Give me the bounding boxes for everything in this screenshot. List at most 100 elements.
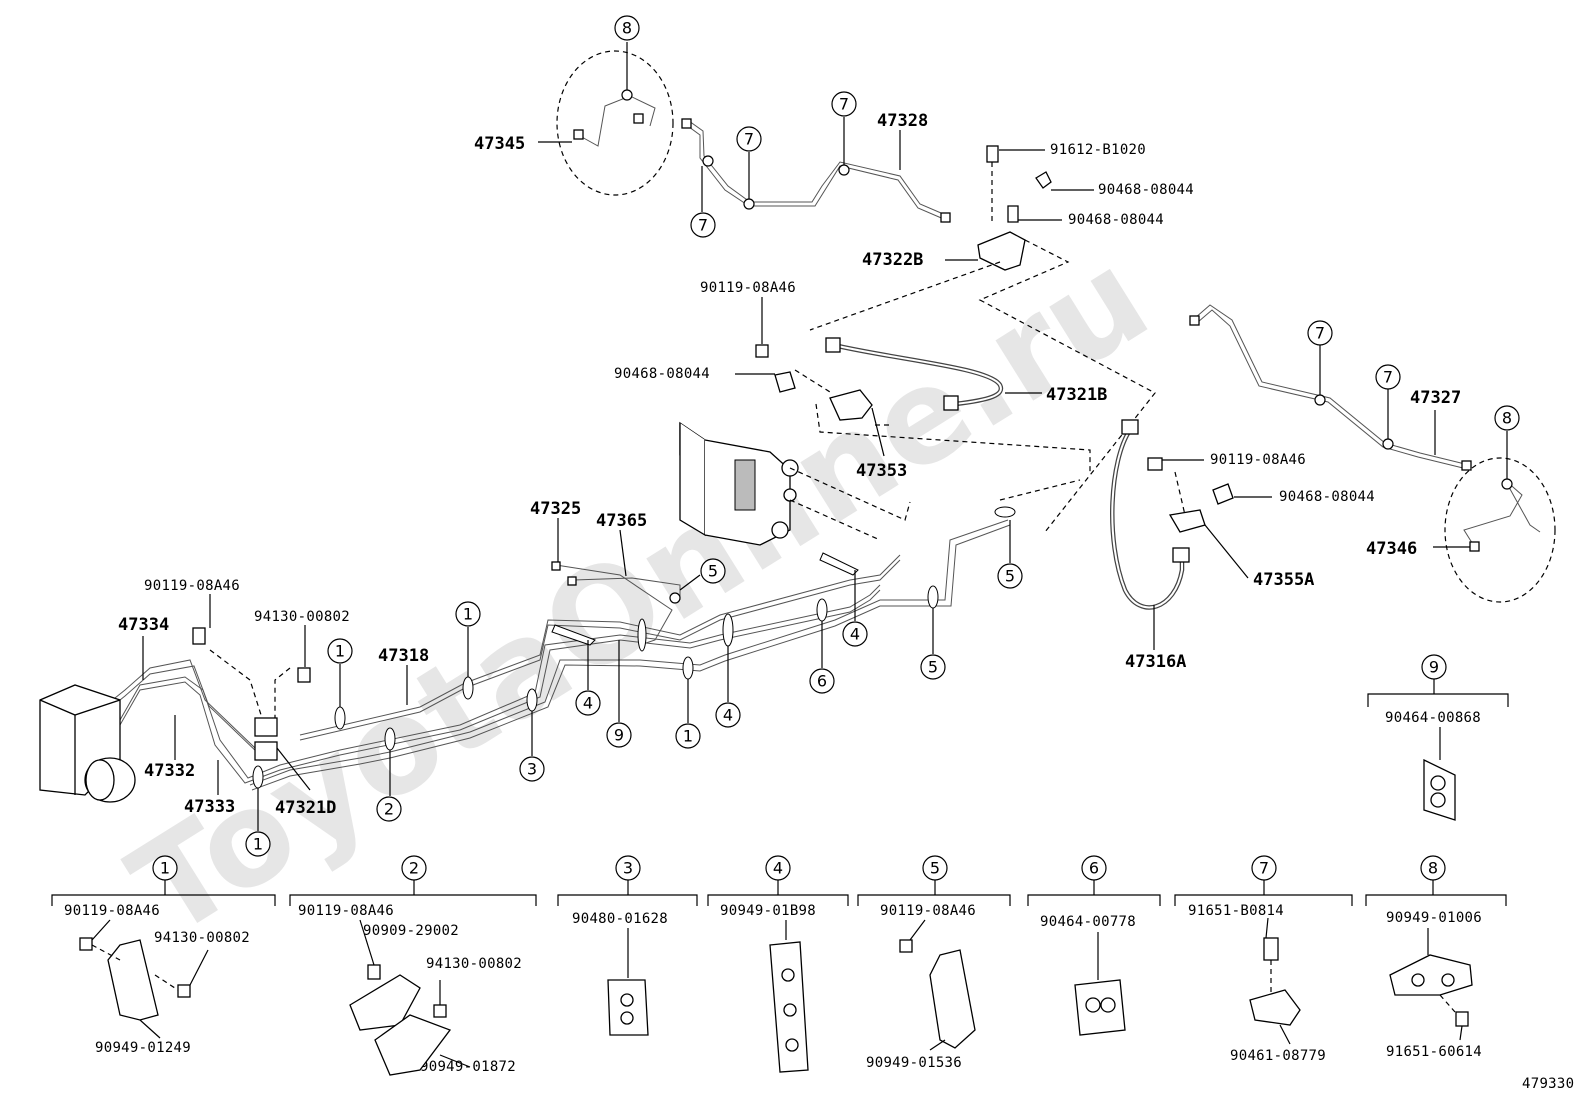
tube-47365 <box>573 577 681 600</box>
label-47334: 47334 <box>118 615 169 635</box>
label-47333: 47333 <box>184 797 235 817</box>
kit-2-part-4: 90949-01872 <box>420 1059 516 1075</box>
hose-end-fitting-icon <box>825 337 841 353</box>
joint-dot <box>621 89 633 101</box>
callout-8: 8 <box>1502 409 1512 428</box>
kit-callout-9: 9 <box>1429 658 1439 677</box>
bolt-icon <box>1263 937 1279 961</box>
label-90119-08A46: 90119-08A46 <box>144 578 240 594</box>
kit-5-part-2: 90949-01536 <box>866 1055 962 1071</box>
bolt-icon <box>899 939 913 953</box>
label-90468-08044: 90468-08044 <box>1068 212 1164 228</box>
tube-47327 <box>1194 304 1466 465</box>
label-47327: 47327 <box>1410 388 1461 408</box>
callout-circle-4 <box>842 621 868 647</box>
kit-1-part-1: 90119-08A46 <box>64 903 160 919</box>
kit-9-part-1: 90464-00868 <box>1385 710 1481 726</box>
flare-nut-icon <box>681 118 692 129</box>
label-90119-08A46: 90119-08A46 <box>700 280 796 296</box>
bolt-icon <box>1455 1011 1469 1027</box>
flare-nut-icon <box>573 129 584 140</box>
callout-7: 7 <box>744 130 754 149</box>
watermark-text: ToyotaOnline.ru <box>106 221 1173 967</box>
kit-5-part-1: 90119-08A46 <box>880 903 976 919</box>
callout-circle-4 <box>575 690 601 716</box>
callout-1: 1 <box>683 727 693 746</box>
label-94130-00802: 94130-00802 <box>254 609 350 625</box>
clip-icon <box>774 371 796 393</box>
bolt-icon <box>986 145 999 163</box>
kit-8-part-2: 91651-60614 <box>1386 1044 1482 1060</box>
callout-circle-7 <box>831 91 857 117</box>
label-47321B: 47321B <box>1046 385 1107 405</box>
clamp-8-icon <box>1389 954 1473 996</box>
clamp-5-icon <box>929 949 976 1049</box>
label-47316A: 47316A <box>1125 652 1186 672</box>
tube-clamp <box>462 676 474 700</box>
flare-nut-icon <box>633 113 644 124</box>
diagram-id: 479330 <box>1522 1076 1574 1092</box>
clamp-7-icon <box>1249 989 1301 1026</box>
kit-3-part-1: 90480-01628 <box>572 911 668 927</box>
bolt-icon <box>192 627 206 645</box>
tube-clamp <box>551 624 596 646</box>
tube-47334 <box>99 659 256 749</box>
label-47345: 47345 <box>474 134 525 154</box>
callout-1: 1 <box>253 835 263 854</box>
callout-8: 8 <box>622 19 632 38</box>
callout-2: 2 <box>384 800 394 819</box>
callout-circle-4 <box>715 702 741 728</box>
bolt-icon <box>367 964 381 980</box>
tube-47332 <box>119 589 881 784</box>
nut-icon <box>433 1004 447 1018</box>
kit-6-part-1: 90464-00778 <box>1040 914 1136 930</box>
callout-4: 4 <box>850 625 860 644</box>
flare-nut-icon <box>940 212 951 223</box>
label-90468-08044: 90468-08044 <box>614 366 710 382</box>
tube-clamp <box>252 765 264 789</box>
callout-5: 5 <box>1005 567 1015 586</box>
tube-clamp <box>722 613 734 647</box>
flare-nut-icon <box>1461 460 1472 471</box>
tube-detail-left <box>579 95 656 147</box>
tube-47325 <box>555 564 673 646</box>
callout-3: 3 <box>527 760 537 779</box>
bolt-icon <box>1147 457 1163 471</box>
tube-47328 <box>684 123 947 221</box>
label-47355A: 47355A <box>1253 570 1314 590</box>
tube-detail-right <box>1463 479 1541 547</box>
tube-clamp <box>819 552 859 576</box>
bolt-icon <box>79 937 93 951</box>
tube-clamp <box>816 598 828 622</box>
bracket-2-icon <box>349 974 421 1031</box>
tube-clamp <box>927 585 939 609</box>
bracket-47353-icon <box>829 389 873 421</box>
callout-circle-8 <box>1494 405 1520 431</box>
label-47328: 47328 <box>877 111 928 131</box>
kit-2-part-3: 94130-00802 <box>426 956 522 972</box>
tube-clamp <box>334 706 346 730</box>
kit-callout-7: 7 <box>1259 859 1269 878</box>
kit-callout-3: 3 <box>623 859 633 878</box>
tube-clamp <box>637 618 647 652</box>
kit-callout-2: 2 <box>409 859 419 878</box>
kit-callout-6: 6 <box>1089 859 1099 878</box>
kit-8-part-1: 90949-01006 <box>1386 910 1482 926</box>
callout-circle-7 <box>736 126 762 152</box>
tube-47318 <box>299 559 901 741</box>
label-47321D: 47321D <box>275 798 336 818</box>
hose-end-fitting-icon <box>1172 547 1190 563</box>
label-47322B: 47322B <box>862 250 923 270</box>
label-47332: 47332 <box>144 761 195 781</box>
callout-1: 1 <box>335 642 345 661</box>
clip-icon <box>1212 483 1234 505</box>
callout-circle-1 <box>675 723 701 749</box>
label-90468-08044: 90468-08044 <box>1279 489 1375 505</box>
kit-4-part-1: 90949-01B98 <box>720 903 816 919</box>
callout-7: 7 <box>839 95 849 114</box>
kit-callout-4: 4 <box>773 859 783 878</box>
callout-circle-1 <box>327 638 353 664</box>
tube-clamp <box>384 727 396 751</box>
